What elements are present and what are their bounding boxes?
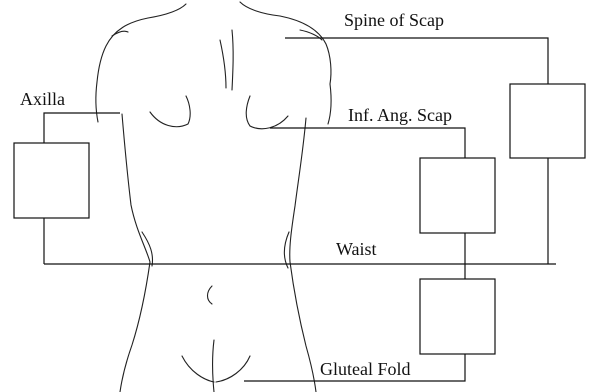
sacral-mark: [208, 286, 213, 304]
shoulder-left: [97, 18, 148, 82]
trunk-side-right: [290, 118, 306, 262]
arm-right-outer: [328, 84, 331, 124]
label-axilla: Axilla: [20, 89, 65, 109]
waist-mark-right: [284, 232, 289, 268]
hip-right: [290, 262, 316, 392]
gluteal-fold-left: [182, 356, 214, 382]
label-inf-ang-scap: Inf. Ang. Scap: [348, 105, 452, 125]
electrode-box-spine: [510, 84, 585, 158]
electrode-box-gluteal: [420, 279, 495, 354]
spine-line: [232, 30, 233, 90]
wire-inf-ang-scap: [270, 128, 465, 158]
shoulder-right: [280, 16, 331, 84]
scapula-left: [150, 96, 190, 127]
electrode-box-inf-ang: [420, 158, 495, 233]
label-waist: Waist: [336, 239, 377, 259]
scapula-right: [246, 96, 288, 129]
trunk-side-left: [122, 114, 150, 262]
neck-left: [148, 4, 186, 18]
waist-mark-left: [142, 232, 153, 266]
spine-line-lower: [220, 40, 226, 88]
wire-axilla: [44, 113, 120, 143]
torso-outline: [96, 2, 331, 392]
gluteal-cleft: [213, 340, 215, 392]
label-spine-of-scap: Spine of Scap: [344, 10, 444, 30]
electrode-box-axilla: [14, 143, 89, 218]
neck-right: [240, 2, 280, 16]
hip-left: [120, 262, 150, 392]
arm-left-outer: [96, 82, 98, 122]
label-gluteal-fold: Gluteal Fold: [320, 359, 411, 379]
gluteal-fold-right: [216, 356, 250, 382]
wire-spine-of-scap: [285, 38, 548, 84]
